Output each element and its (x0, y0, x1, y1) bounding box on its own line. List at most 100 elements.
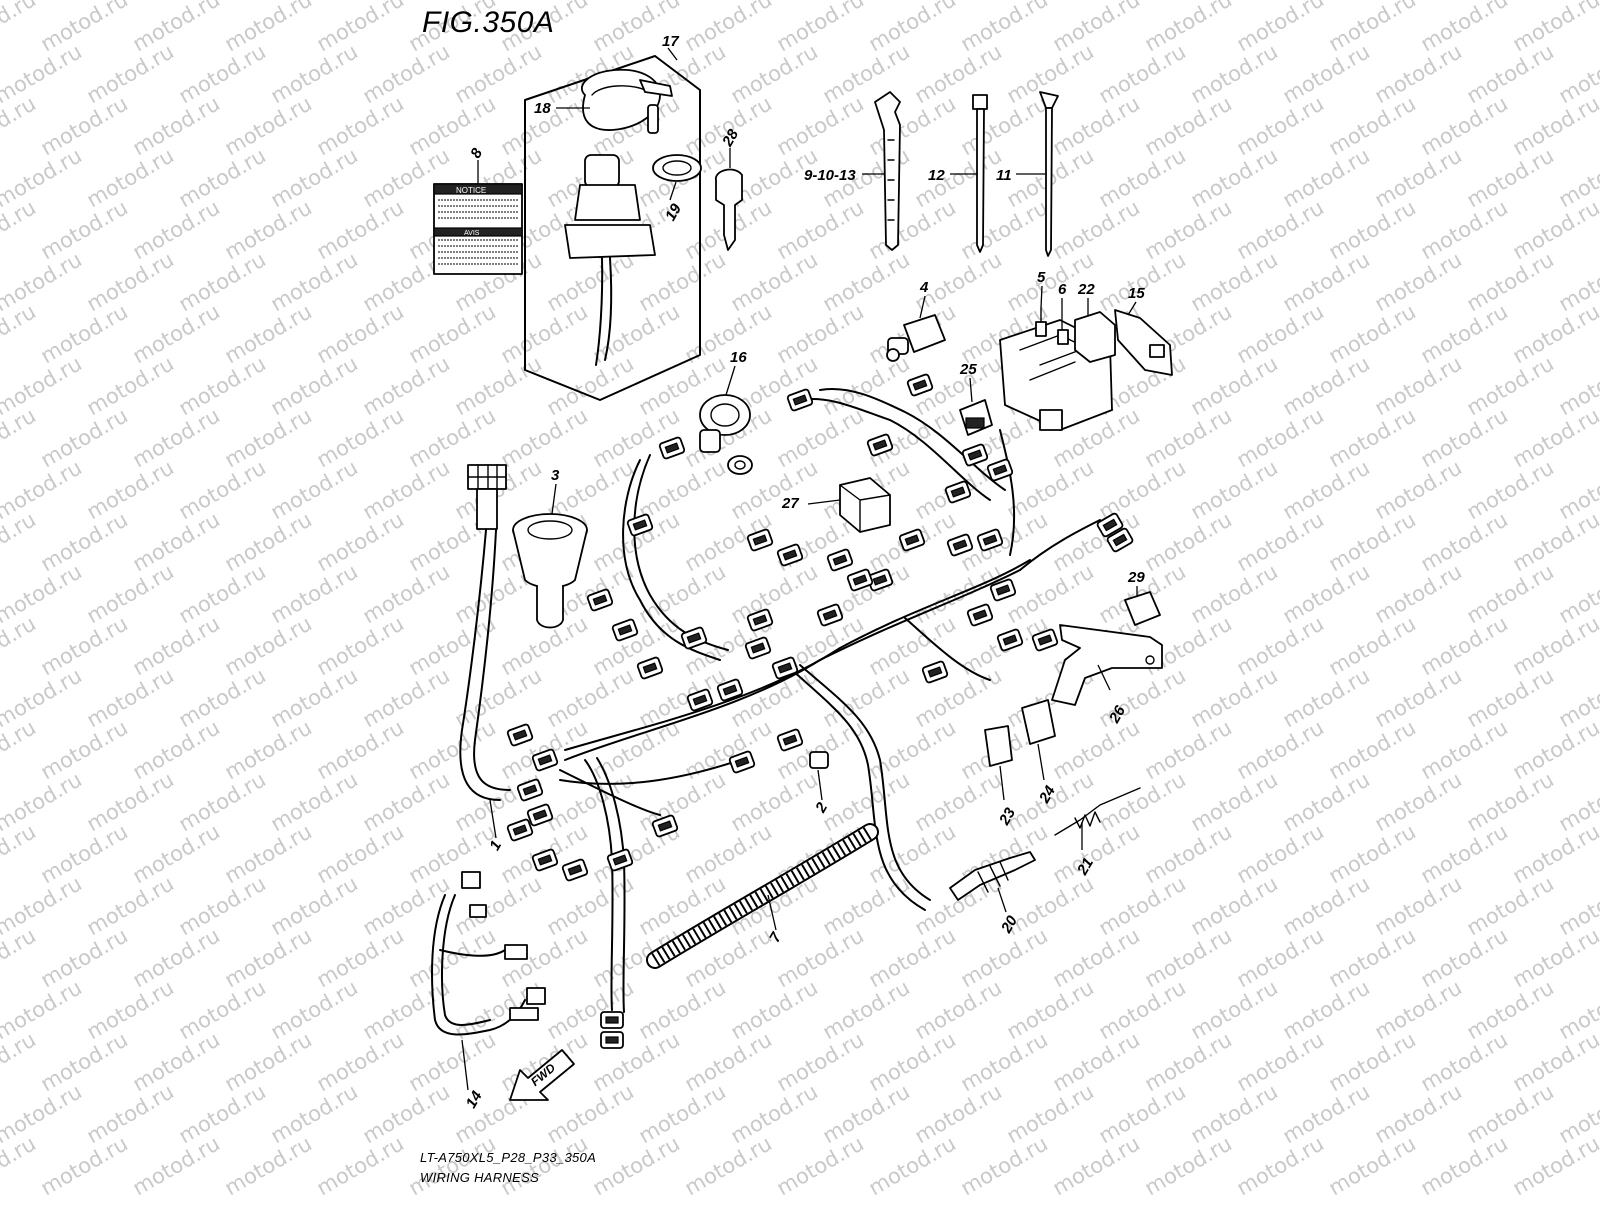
watermark-text: motod.ru (497, 403, 592, 472)
watermark-text: motod.ru (819, 247, 914, 316)
watermark-text: motod.ru (129, 507, 224, 576)
watermark-text: motod.ru (1509, 819, 1600, 888)
watermark-text: motod.ru (1187, 559, 1282, 628)
watermark-text: motod.ru (129, 715, 224, 784)
watermark-text: motod.ru (497, 299, 592, 368)
watermark-text: motod.ru (313, 1131, 408, 1200)
watermark-text: motod.ru (1187, 767, 1282, 836)
watermark-text: motod.ru (1463, 247, 1558, 316)
watermark-text: motod.ru (819, 1079, 914, 1148)
watermark-text: motod.ru (1509, 1131, 1600, 1200)
watermark-text: motod.ru (267, 143, 362, 212)
watermark-text: motod.ru (0, 975, 86, 1044)
watermark-text: motod.ru (1233, 195, 1328, 264)
watermark-text: motod.ru (1049, 1027, 1144, 1096)
watermark-text: motod.ru (773, 0, 868, 56)
watermark-text: motod.ru (1463, 871, 1558, 940)
watermark-text: motod.ru (1095, 143, 1190, 212)
watermark-text: motod.ru (0, 663, 86, 732)
watermark-text: motod.ru (0, 455, 86, 524)
watermark-text: motod.ru (1279, 559, 1374, 628)
watermark-text: motod.ru (1417, 507, 1512, 576)
watermark-text: motod.ru (1463, 351, 1558, 420)
watermark-text: motod.ru (1417, 403, 1512, 472)
watermark-text: motod.ru (313, 507, 408, 576)
watermark-text: motod.ru (1187, 351, 1282, 420)
watermark-text: motod.ru (37, 923, 132, 992)
watermark-text: motod.ru (0, 767, 86, 836)
watermark-text: motod.ru (1325, 195, 1420, 264)
watermark-text: motod.ru (1371, 975, 1466, 1044)
watermark-text: motod.ru (1279, 663, 1374, 732)
watermark-text: motod.ru (1509, 91, 1600, 160)
notice-label-text: NOTICE (456, 186, 486, 195)
watermark-text: motod.ru (83, 143, 178, 212)
watermark-text: motod.ru (1325, 1131, 1420, 1200)
watermark-text: motod.ru (129, 0, 224, 56)
callout-16: 16 (730, 349, 747, 366)
watermark-text: motod.ru (773, 1027, 868, 1096)
watermark-text: motod.ru (1417, 0, 1512, 56)
watermark-text: motod.ru (1463, 455, 1558, 524)
watermark-text: motod.ru (589, 715, 684, 784)
watermark-text: motod.ru (727, 767, 822, 836)
watermark-text: motod.ru (635, 975, 730, 1044)
watermark-text: motod.ru (1141, 91, 1236, 160)
watermark-text: motod.ru (129, 195, 224, 264)
watermark-text: motod.ru (37, 611, 132, 680)
watermark-text: motod.ru (1325, 1027, 1420, 1096)
watermark-text: motod.ru (359, 975, 454, 1044)
callout-22: 22 (1077, 281, 1095, 298)
watermark-text: motod.ru (1509, 0, 1600, 56)
watermark-text: motod.ru (1187, 39, 1282, 108)
watermark-text: motod.ru (1509, 403, 1600, 472)
watermark-text: motod.ru (0, 0, 40, 56)
watermark-text: motod.ru (1371, 1079, 1466, 1148)
watermark-text: motod.ru (1187, 663, 1282, 732)
watermark-text: motod.ru (451, 663, 546, 732)
watermark-text: motod.ru (1417, 195, 1512, 264)
watermark-text: motod.ru (1325, 715, 1420, 784)
watermark-text: motod.ru (1509, 923, 1600, 992)
watermark-text: motod.ru (221, 507, 316, 576)
watermark-text: motod.ru (0, 559, 86, 628)
watermark-text: motod.ru (405, 715, 500, 784)
watermark-text: motod.ru (865, 1027, 960, 1096)
watermark-text: motod.ru (1233, 0, 1328, 56)
watermark-text: motod.ru (1371, 455, 1466, 524)
watermark-text: motod.ru (1141, 0, 1236, 56)
watermark-text: motod.ru (1279, 871, 1374, 940)
watermark-text: motod.ru (1417, 1131, 1512, 1200)
watermark-text: motod.ru (83, 39, 178, 108)
watermark-text: motod.ru (773, 923, 868, 992)
callout-8: 8 (467, 145, 486, 161)
watermark-text: motod.ru (865, 819, 960, 888)
watermark-text: motod.ru (405, 299, 500, 368)
watermark-text: motod.ru (451, 351, 546, 420)
watermark-text: motod.ru (267, 455, 362, 524)
watermark-text: motod.ru (819, 975, 914, 1044)
watermark-text: motod.ru (957, 195, 1052, 264)
watermark-text: motod.ru (957, 1131, 1052, 1200)
watermark-text: motod.ru (589, 1131, 684, 1200)
watermark-text: motod.ru (635, 767, 730, 836)
watermark-text: motod.ru (681, 91, 776, 160)
watermark-text: motod.ru (313, 923, 408, 992)
watermark-text: motod.ru (83, 455, 178, 524)
connector-25 (960, 400, 992, 435)
watermark-text: motod.ru (267, 663, 362, 732)
watermark-text: motod.ru (773, 403, 868, 472)
lock-nut-ring (653, 155, 701, 181)
watermark-text: motod.ru (267, 39, 362, 108)
watermark-text: motod.ru (1371, 559, 1466, 628)
watermark-text: motod.ru (1417, 819, 1512, 888)
watermark-text: motod.ru (175, 975, 270, 1044)
watermark-text: motod.ru (1417, 923, 1512, 992)
watermark-text: motod.ru (1095, 975, 1190, 1044)
watermark-text: motod.ru (359, 39, 454, 108)
watermark-text: motod.ru (221, 923, 316, 992)
watermark-text: motod.ru (957, 923, 1052, 992)
watermark-text: motod.ru (359, 767, 454, 836)
watermark-text: motod.ru (175, 871, 270, 940)
